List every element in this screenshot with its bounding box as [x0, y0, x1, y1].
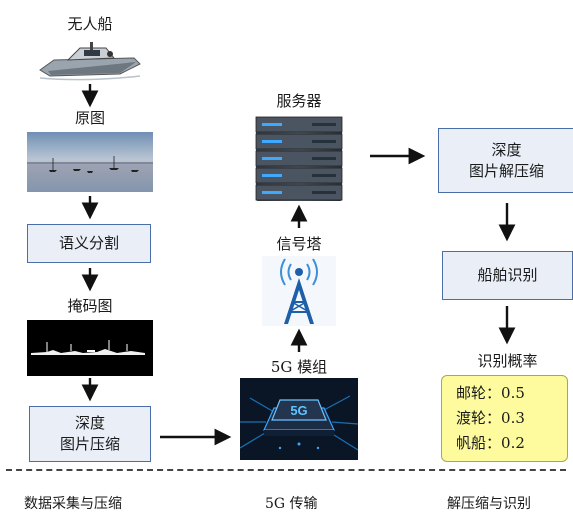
deep-decompression-line-1: 深度	[491, 140, 522, 159]
class-name: 邮轮	[456, 384, 487, 402]
original-harbor-image	[27, 132, 153, 192]
semantic-segmentation-box: 语义分割	[27, 224, 151, 263]
deep-compression-line-2: 图片压缩	[59, 435, 120, 453]
probability-row: 帆船：0.2	[456, 434, 525, 452]
semantic-segmentation-label: 语义分割	[58, 234, 119, 252]
probability-box: 邮轮：0.5 渡轮：0.3 帆船：0.2	[441, 375, 568, 462]
unmanned-boat-image	[39, 42, 141, 81]
ship-recognition-label: 船舶识别	[477, 266, 538, 284]
ship-recognition-box: 船舶识别	[442, 251, 573, 300]
section-label-recognition: 解压缩与识别	[447, 496, 531, 512]
class-probability: 0.3	[501, 409, 525, 427]
deep-compression-line-1: 深度	[74, 414, 105, 432]
section-divider	[6, 469, 566, 471]
signal-tower-label: 信号塔	[276, 235, 322, 253]
section-label-acquisition: 数据采集与压缩	[24, 496, 122, 512]
server-label: 服务器	[276, 92, 322, 110]
probability-row: 渡轮：0.3	[456, 409, 525, 427]
class-probability: 0.2	[501, 434, 525, 452]
signal-tower-image	[262, 256, 336, 326]
5g-module-label: 5G 模组	[270, 358, 328, 376]
deep-decompression-line-2: 图片解压缩	[468, 161, 544, 180]
server-image	[255, 116, 343, 201]
class-name: 渡轮	[456, 409, 487, 427]
section-label-5g-transmission: 5G 传输	[265, 496, 318, 512]
class-probability: 0.5	[501, 384, 525, 402]
original-image-label: 原图	[74, 109, 105, 127]
mask-image-label: 掩码图	[67, 297, 113, 315]
deep-decompression-box: 深度 图片解压缩	[438, 128, 573, 193]
5g-module-image: 5G	[240, 378, 358, 460]
boat-label: 无人船	[67, 15, 113, 33]
class-name: 帆船	[456, 434, 487, 452]
probability-row: 邮轮：0.5	[456, 384, 525, 402]
recognition-probability-label: 识别概率	[477, 352, 538, 370]
5g-chip-text: 5G	[290, 403, 307, 418]
deep-compression-box: 深度 图片压缩	[29, 406, 151, 462]
mask-image	[27, 320, 153, 376]
